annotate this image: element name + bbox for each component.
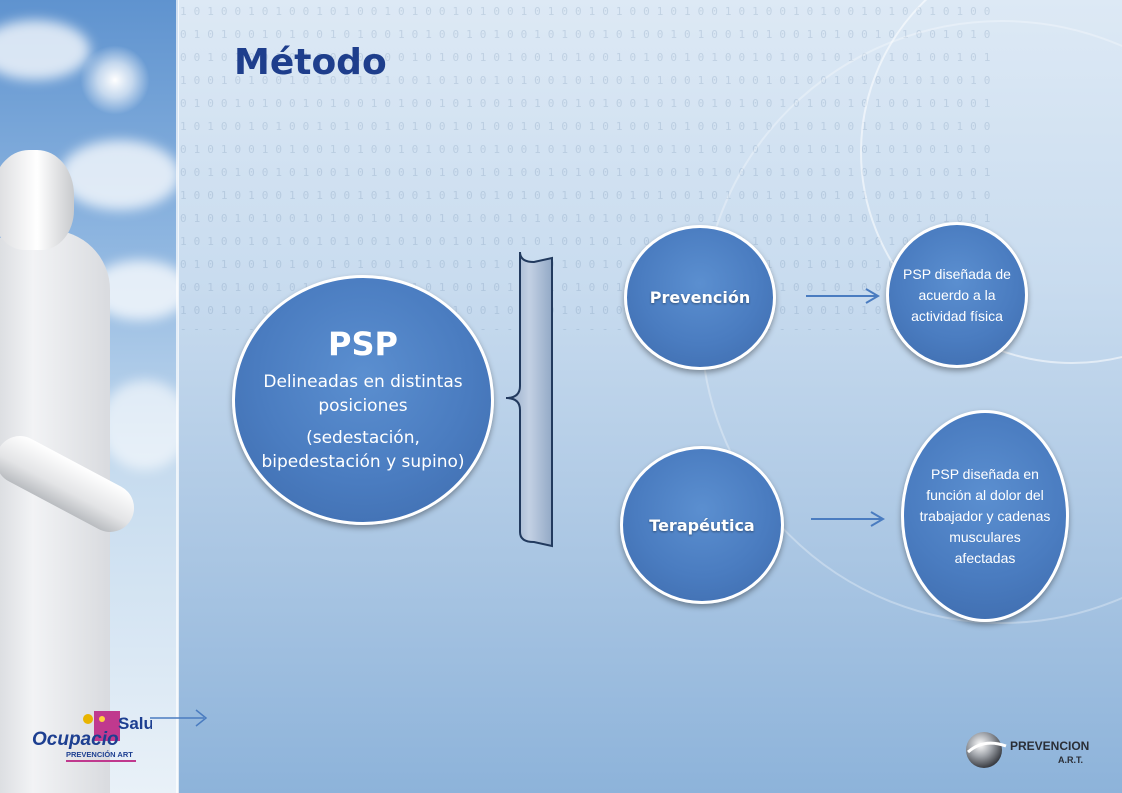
prevencion-outcome: PSP diseñada de acuerdo a la actividad f… [886, 222, 1028, 368]
bracket-connector [505, 251, 553, 548]
logo-text-prevencion: PREVENCION [1010, 739, 1089, 753]
psp-heading: PSP [328, 325, 398, 363]
hard-hat-icon [0, 150, 74, 250]
logo-text-art: A.R.T. [1058, 755, 1083, 765]
psp-main-circle: PSP Delineadas en distintas posiciones (… [232, 275, 494, 525]
worker-photo [0, 0, 178, 793]
logo-text-sub: PREVENCIÓN ART [66, 750, 133, 759]
arrow-right-icon [811, 511, 885, 527]
psp-description: Delineadas en distintas posiciones [263, 372, 463, 416]
sun-icon [80, 45, 150, 115]
ocupacion-salud-logo: Ocupacio Salud PREVENCIÓN ART [32, 711, 152, 762]
prevencion-outcome-text: PSP diseñada de acuerdo a la actividad f… [903, 265, 1011, 324]
terapeutica-outcome: PSP diseñada en función al dolor del tra… [901, 410, 1069, 622]
terapeutica-node: Terapéutica [620, 446, 784, 604]
prevencion-node: Prevención [624, 225, 776, 370]
logo-text-salud: Salud [118, 714, 152, 733]
psp-positions: (sedestación, bipedestación y supino) [261, 428, 465, 472]
panel-divider [176, 0, 179, 793]
page-title: Método [234, 42, 387, 83]
terapeutica-label: Terapéutica [649, 515, 755, 535]
arrow-right-icon [150, 709, 208, 727]
prevencion-label: Prevención [649, 288, 751, 307]
arrow-right-icon [806, 288, 880, 304]
logo-text-ocupacion: Ocupacio [32, 729, 119, 750]
terapeutica-outcome-text: PSP diseñada en función al dolor del tra… [919, 465, 1051, 566]
prevencion-art-logo: PREVENCION A.R.T. [966, 732, 1089, 768]
